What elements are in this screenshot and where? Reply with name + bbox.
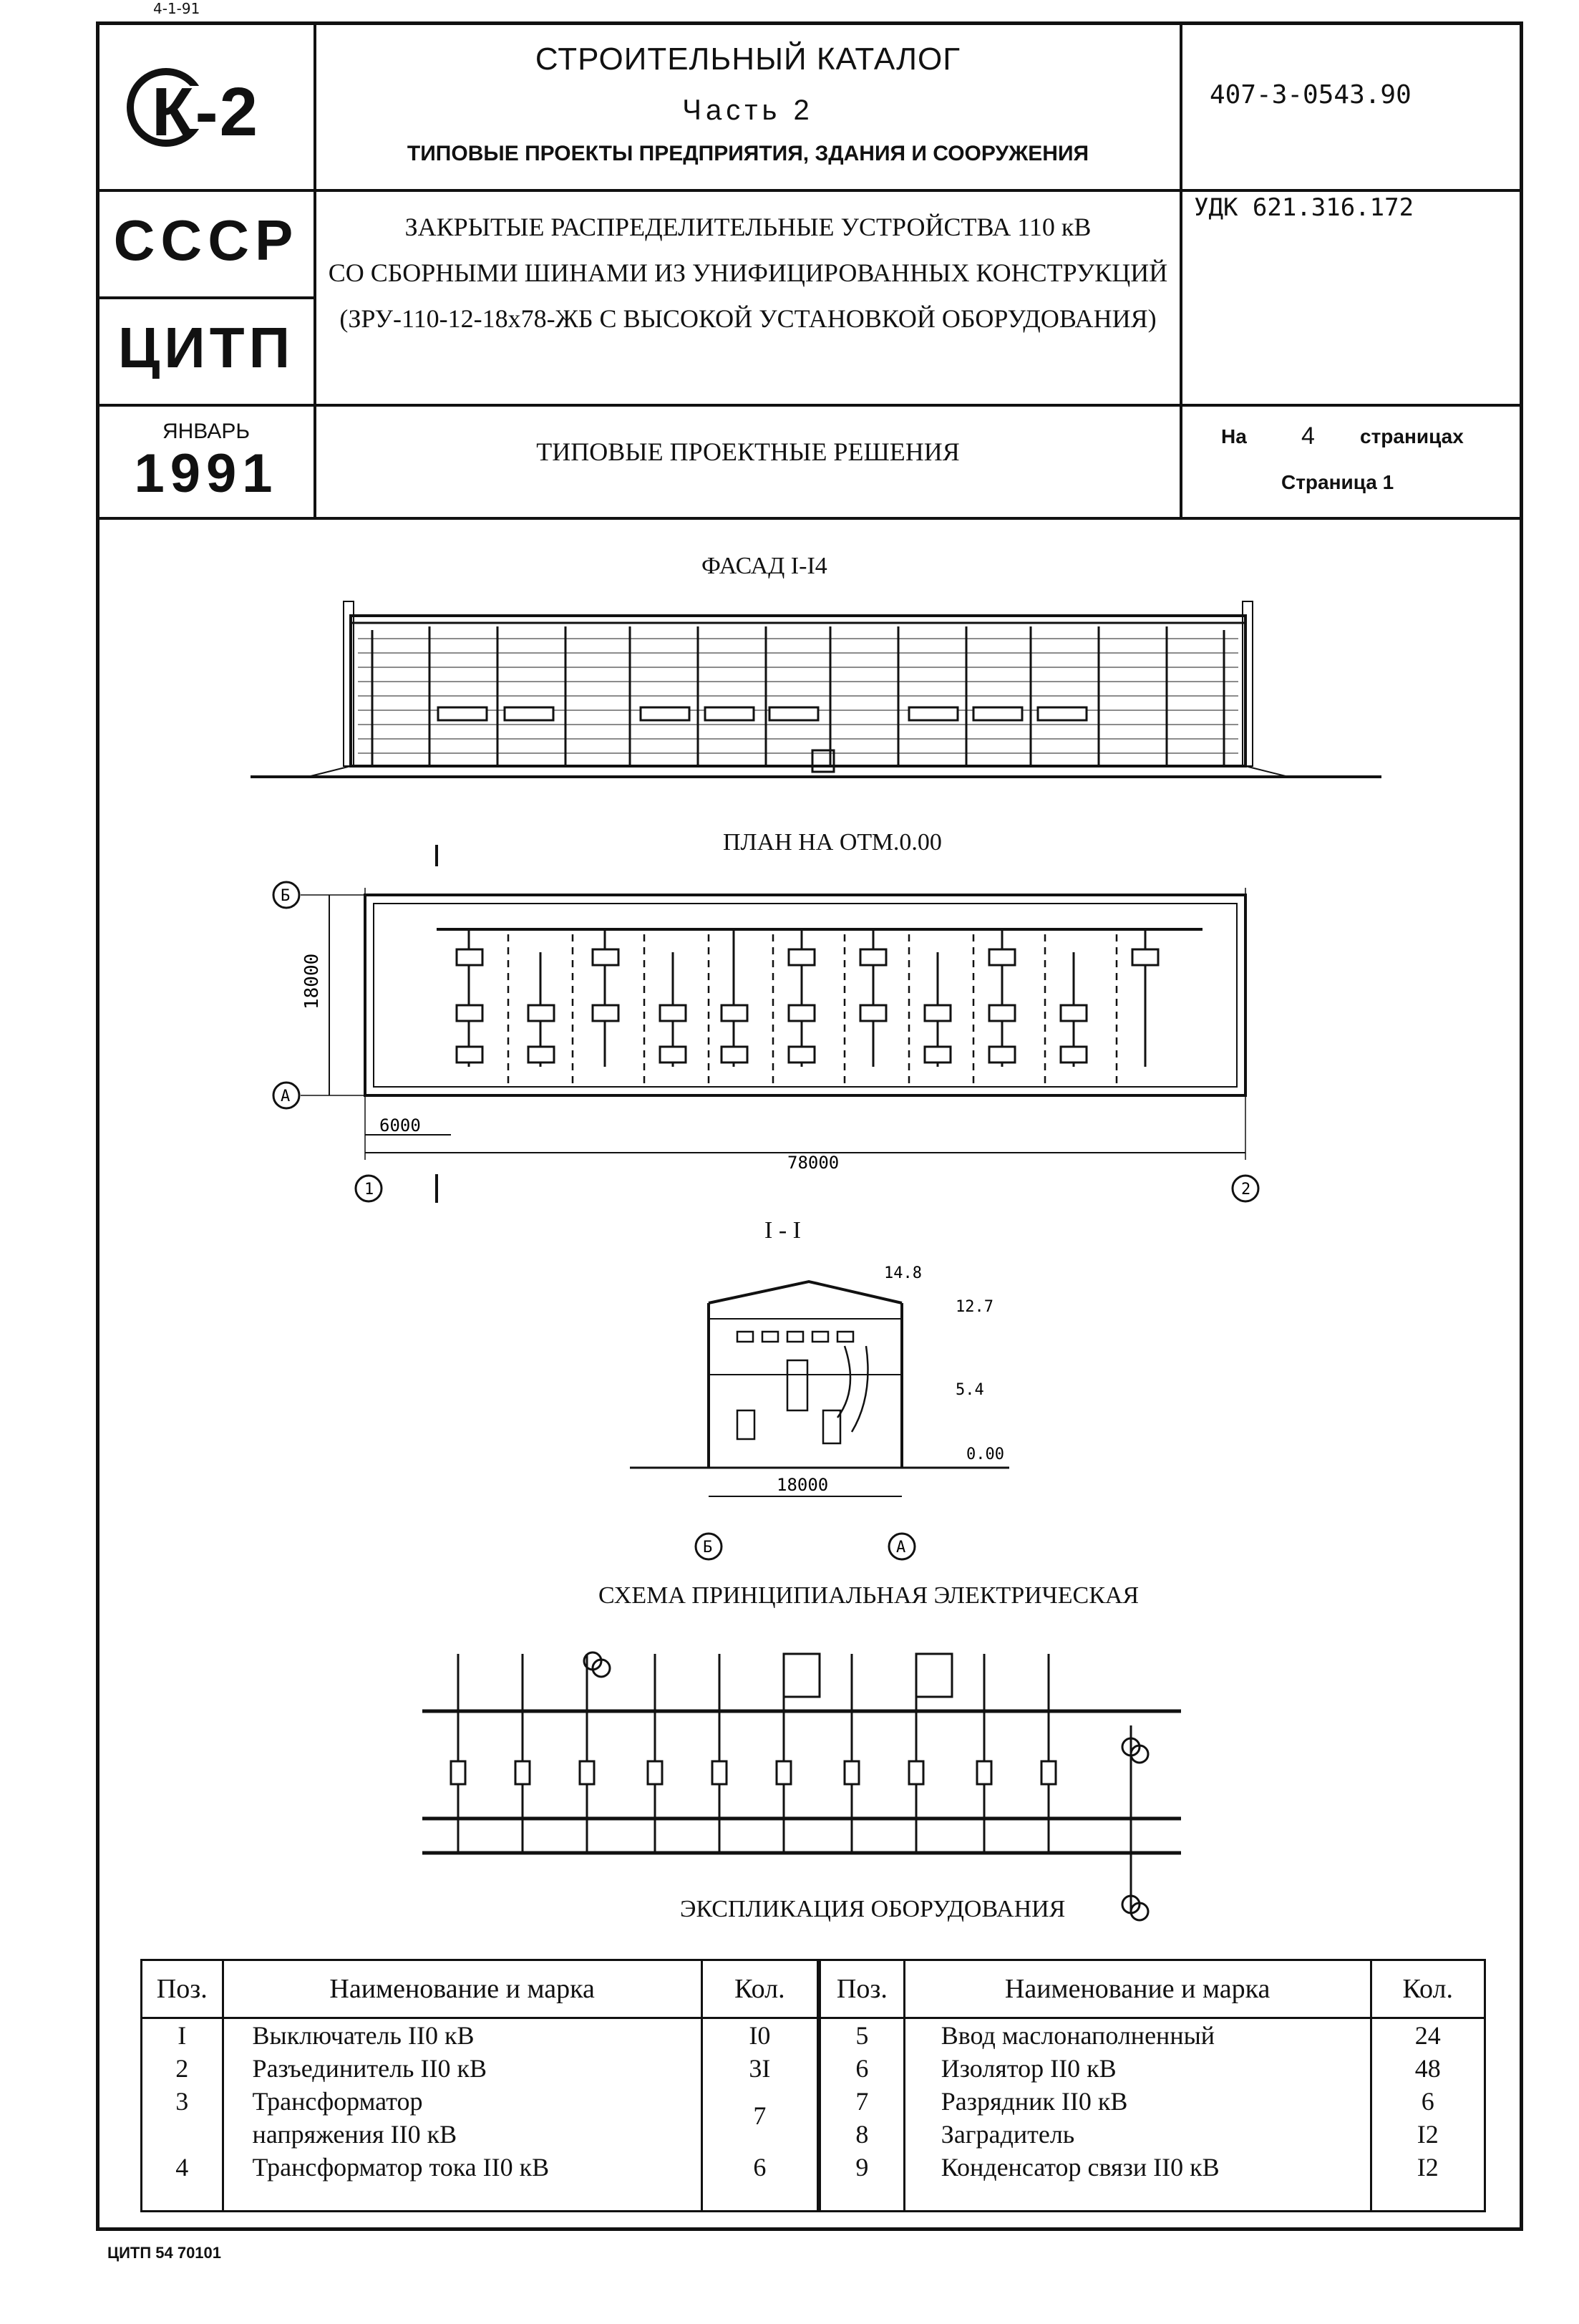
pages-suffix: страницах — [1360, 425, 1464, 447]
table-header-row: Поз. Наименование и марка Кол. — [140, 1959, 820, 2019]
solution-type: ТИПОВЫЕ ПРОЕКТНЫЕ РЕШЕНИЯ — [536, 437, 960, 466]
svg-text:12.7: 12.7 — [956, 1298, 993, 1316]
svg-text:5.4: 5.4 — [956, 1381, 984, 1399]
name-cell: Выключатель II0 кВ Разъединитель II0 кВ … — [221, 2017, 703, 2212]
table-row: 5 6 7 8 9 Ввод маслонаполненный Изолятор… — [819, 2017, 1487, 2212]
header-col-left — [314, 21, 316, 518]
col-pos: Поз. — [819, 1959, 905, 2019]
doc-code-top: 4-1-91 — [153, 0, 200, 17]
qty-cell: 24 48 6 I2 I2 — [1369, 2017, 1487, 2212]
svg-text:Б: Б — [703, 1539, 712, 1556]
section-drawing: Б А 18000 14.8 12.7 5.4 0.00 — [630, 1264, 1009, 1561]
header-divider-country — [96, 296, 315, 299]
series-title: ТИПОВЫЕ ПРОЕКТЫ ПРЕДПРИЯТИЯ, ЗДАНИЯ И СО… — [407, 142, 1089, 165]
logo-mark: К-2 — [152, 74, 259, 150]
logo: К-2 — [122, 57, 293, 165]
catalog-part: Часть 2 — [682, 95, 814, 126]
page-label: Страница 1 — [1281, 471, 1394, 493]
qty-cell: I0 3I 7 6 — [700, 2017, 820, 2212]
pos-cell: 5 6 7 8 9 — [819, 2017, 905, 2212]
col-name: Наименование и марка — [221, 1959, 703, 2019]
sheet-frame — [96, 21, 1523, 2231]
svg-text:6000: 6000 — [379, 1115, 421, 1136]
section-title: I - I — [764, 1217, 801, 1244]
col-name: Наименование и марка — [903, 1959, 1372, 2019]
plan-title: ПЛАН НА ОТМ.0.00 — [723, 829, 942, 856]
plan-drawing: Б А 1 2 18000 6000 78000 — [272, 845, 1260, 1203]
header-divider-3 — [96, 517, 1523, 520]
scheme-drawing — [422, 1651, 1181, 1922]
svg-text:0.00: 0.00 — [966, 1446, 1004, 1463]
country: СССР — [113, 208, 299, 272]
col-pos: Поз. — [140, 1959, 224, 2019]
pages-count: 4 — [1301, 422, 1315, 450]
svg-text:Б: Б — [281, 887, 290, 905]
header-divider-2 — [96, 404, 1523, 407]
pages-prefix: На — [1221, 425, 1247, 447]
col-qty: Кол. — [1369, 1959, 1487, 2019]
month: ЯНВАРЬ — [162, 420, 251, 443]
svg-text:А: А — [896, 1539, 905, 1556]
project-line-2: СО СБОРНЫМИ ШИНАМИ ИЗ УНИФИЦИРОВАННЫХ КО… — [328, 258, 1168, 287]
scheme-title: СХЕМА ПРИНЦИПИАЛЬНАЯ ЭЛЕКТРИЧЕСКАЯ — [598, 1582, 1140, 1609]
svg-text:2: 2 — [1241, 1181, 1250, 1199]
pos-cell: I 2 3 4 — [140, 2017, 224, 2212]
svg-text:14.8: 14.8 — [884, 1264, 922, 1282]
svg-text:18000: 18000 — [777, 1475, 828, 1495]
svg-text:1: 1 — [364, 1181, 374, 1199]
svg-text:А: А — [281, 1088, 290, 1105]
facade-title: ФАСАД I-I4 — [701, 553, 827, 579]
name-cell: Ввод маслонаполненный Изолятор II0 кВ Ра… — [903, 2017, 1372, 2212]
project-line-3: (ЗРУ-110-12-18х78-ЖБ С ВЫСОКОЙ УСТАНОВКО… — [339, 304, 1157, 333]
svg-text:78000: 78000 — [787, 1153, 839, 1173]
footer-stamp: ЦИТП 54 70101 — [107, 2244, 222, 2262]
explication-table-left: Поз. Наименование и марка Кол. I 2 3 4 В… — [140, 1959, 820, 2212]
header-divider-1 — [96, 189, 1523, 192]
org: ЦИТП — [117, 316, 295, 379]
table-header-row: Поз. Наименование и марка Кол. — [819, 1959, 1487, 2019]
explication-title: ЭКСПЛИКАЦИЯ ОБОРУДОВАНИЯ — [680, 1896, 1066, 1922]
doc-number: 407-3-0543.90 — [1210, 80, 1412, 110]
project-line-1: ЗАКРЫТЫЕ РАСПРЕДЕЛИТЕЛЬНЫЕ УСТРОЙСТВА 11… — [404, 213, 1092, 241]
catalog-title: СТРОИТЕЛЬНЫЙ КАТАЛОГ — [535, 42, 961, 77]
table-row: I 2 3 4 Выключатель II0 кВ Разъединитель… — [140, 2017, 820, 2212]
svg-text:18000: 18000 — [301, 954, 323, 1010]
udk: УДК 621.316.172 — [1194, 193, 1414, 222]
col-qty: Кол. — [700, 1959, 820, 2019]
year: 1991 — [134, 443, 278, 504]
facade-drawing — [251, 601, 1381, 778]
header-col-right — [1180, 21, 1182, 518]
explication-table-right: Поз. Наименование и марка Кол. 5 6 7 8 9… — [819, 1959, 1487, 2212]
